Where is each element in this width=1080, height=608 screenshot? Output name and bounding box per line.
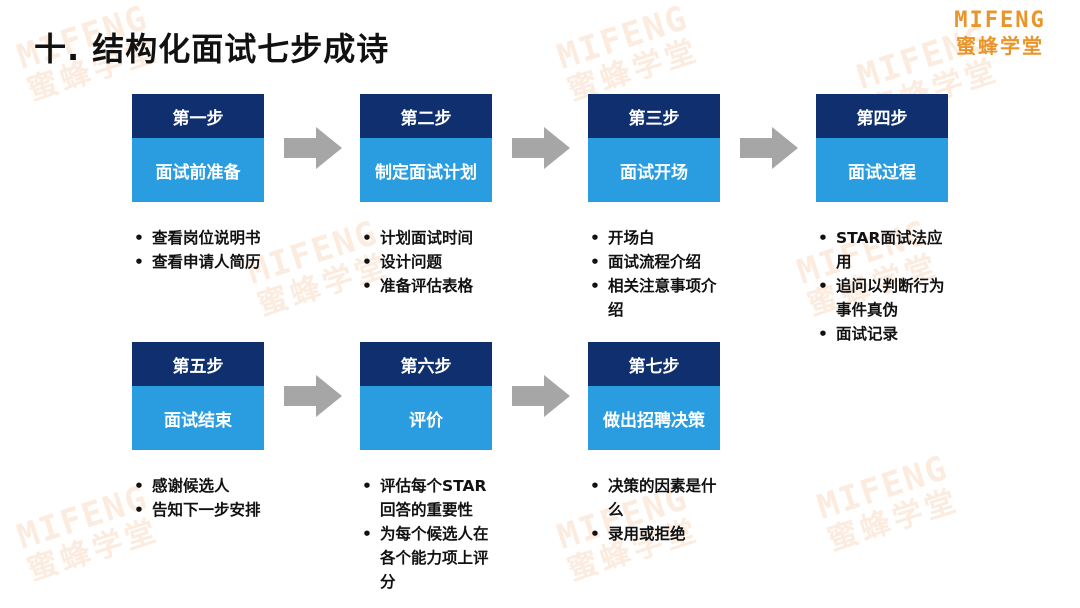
step-name: 面试过程 [816, 138, 948, 202]
bullet-item: 查看申请人简历 [132, 250, 262, 274]
step-card-3: 第三步 面试开场 [588, 94, 720, 202]
step-card-6: 第六步 评价 [360, 342, 492, 450]
arrow-right-icon [512, 127, 570, 169]
bullet-item: 相关注意事项介绍 [588, 274, 718, 322]
bullet-item: 准备评估表格 [360, 274, 500, 298]
step-name: 做出招聘决策 [588, 386, 720, 450]
bullet-item: 面试流程介绍 [588, 250, 718, 274]
step-bullets-5: 感谢候选人 告知下一步安排 [132, 474, 262, 522]
step-label: 第二步 [360, 94, 492, 138]
step-card-1: 第一步 面试前准备 [132, 94, 264, 202]
step-label: 第三步 [588, 94, 720, 138]
arrow-right-icon [284, 375, 342, 417]
step-name: 面试前准备 [132, 138, 264, 202]
step-card-7: 第七步 做出招聘决策 [588, 342, 720, 450]
arrow-right-icon [512, 375, 570, 417]
step-label: 第四步 [816, 94, 948, 138]
step-name: 面试结束 [132, 386, 264, 450]
step-bullets-4: STAR面试法应用 追问以判断行为事件真伪 面试记录 [816, 226, 952, 346]
brand-logo: MIFENG 蜜蜂学堂 [940, 8, 1060, 64]
step-bullets-1: 查看岗位说明书 查看申请人简历 [132, 226, 262, 274]
arrow-right-icon [284, 127, 342, 169]
bullet-item: 告知下一步安排 [132, 498, 262, 522]
bullet-item: 评估每个STAR回答的重要性 [360, 474, 496, 522]
bullet-item: 查看岗位说明书 [132, 226, 262, 250]
step-name: 制定面试计划 [360, 138, 492, 202]
step-bullets-2: 计划面试时间 设计问题 准备评估表格 [360, 226, 500, 298]
step-card-5: 第五步 面试结束 [132, 342, 264, 450]
step-name: 评价 [360, 386, 492, 450]
step-bullets-7: 决策的因素是什么 录用或拒绝 [588, 474, 718, 546]
bullet-item: 决策的因素是什么 [588, 474, 718, 522]
step-label: 第五步 [132, 342, 264, 386]
step-bullets-3: 开场白 面试流程介绍 相关注意事项介绍 [588, 226, 718, 322]
bullet-item: 为每个候选人在各个能力项上评分 [360, 522, 496, 594]
bullet-item: 设计问题 [360, 250, 500, 274]
bullet-item: STAR面试法应用 [816, 226, 952, 274]
bullet-item: 开场白 [588, 226, 718, 250]
step-label: 第六步 [360, 342, 492, 386]
bullet-item: 感谢候选人 [132, 474, 262, 498]
step-name: 面试开场 [588, 138, 720, 202]
page-title: 十. 结构化面试七步成诗 [34, 30, 390, 68]
bullet-item: 计划面试时间 [360, 226, 500, 250]
logo-text-cn: 蜜蜂学堂 [956, 34, 1044, 58]
bullet-item: 面试记录 [816, 322, 952, 346]
logo-text-en: MIFENG [954, 8, 1046, 33]
step-bullets-6: 评估每个STAR回答的重要性 为每个候选人在各个能力项上评分 [360, 474, 496, 594]
bullet-item: 录用或拒绝 [588, 522, 718, 546]
step-card-2: 第二步 制定面试计划 [360, 94, 492, 202]
arrow-right-icon [740, 127, 798, 169]
step-label: 第七步 [588, 342, 720, 386]
step-card-4: 第四步 面试过程 [816, 94, 948, 202]
step-label: 第一步 [132, 94, 264, 138]
bullet-item: 追问以判断行为事件真伪 [816, 274, 952, 322]
